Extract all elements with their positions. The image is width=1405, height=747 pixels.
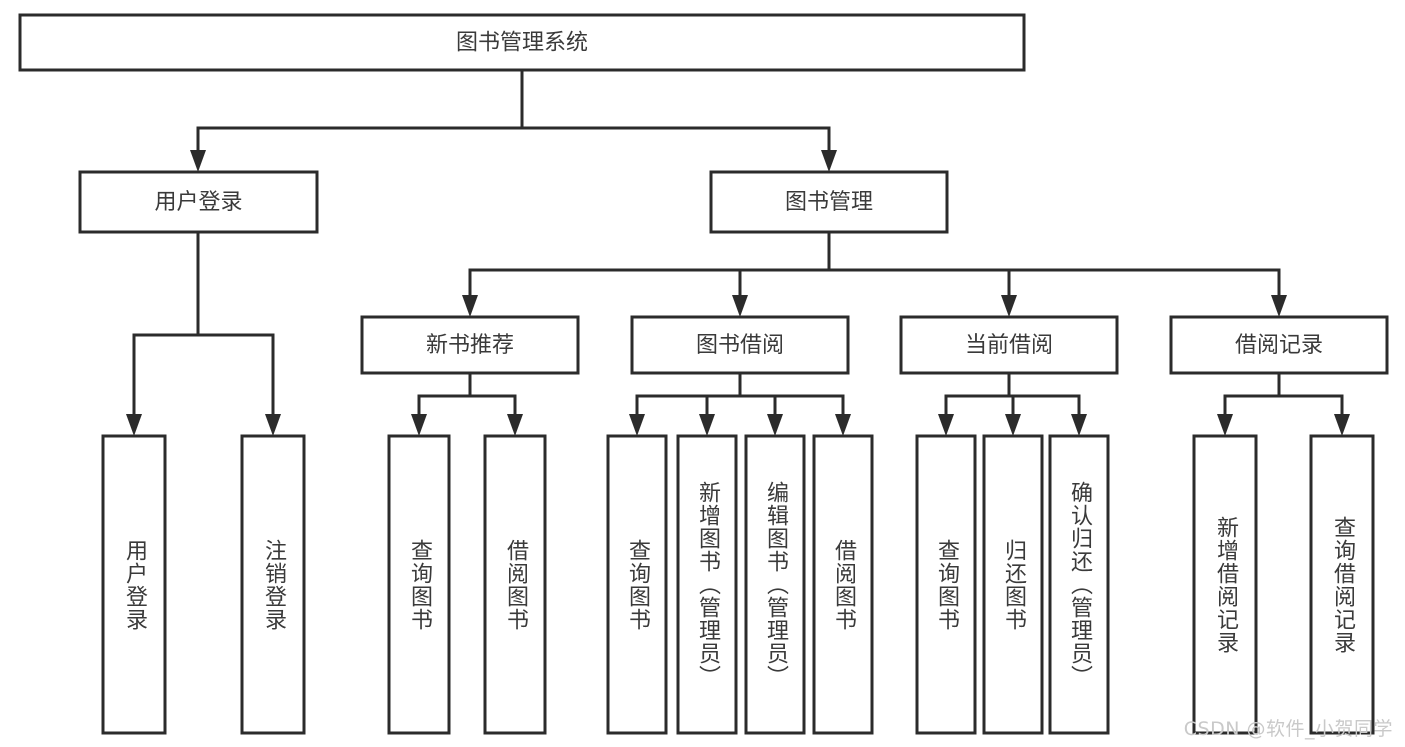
arrow-head-book_manage_to_level2-0 — [462, 295, 478, 317]
node-box-leaf-confirm-return[interactable] — [1048, 434, 1110, 735]
node-box-book-manage[interactable] — [709, 170, 949, 234]
arrow-head-root_to_level1-0 — [190, 150, 206, 172]
node-label-borrow-record: 借阅记录 — [1235, 333, 1323, 358]
node-box-current-borrow[interactable] — [899, 315, 1119, 375]
node-box-leaf-query-book-3[interactable] — [915, 434, 977, 735]
node-box-leaf-query-book-1[interactable] — [387, 434, 451, 735]
node-label-new-book-rec: 新书推荐 — [426, 333, 514, 358]
node-box-new-book-rec[interactable] — [360, 315, 580, 375]
csdn-watermark: CSDN @软件_小贺同学 — [1183, 718, 1393, 740]
arrow-head-book_manage_to_level2-1 — [732, 295, 748, 317]
arrow-head-book_manage_to_level2-2 — [1001, 295, 1017, 317]
node-box-root[interactable] — [18, 13, 1026, 72]
node-box-leaf-borrow-book-2[interactable] — [812, 434, 874, 735]
node-label-book-borrow: 图书借阅 — [696, 333, 784, 358]
node-box-leaf-logout[interactable] — [240, 434, 306, 735]
node-label-current-borrow: 当前借阅 — [965, 333, 1053, 358]
node-box-leaf-query-record[interactable] — [1309, 434, 1375, 735]
arrow-head-current_borrow_to_leaves-1 — [1005, 414, 1021, 436]
arrow-head-book_manage_to_level2-3 — [1271, 295, 1287, 317]
arrow-head-current_borrow_to_leaves-0 — [938, 414, 954, 436]
connector-layer — [126, 68, 1350, 436]
arrow-head-borrow_record_to_leaves-1 — [1334, 414, 1350, 436]
node-box-leaf-add-record[interactable] — [1192, 434, 1258, 735]
arrow-head-current_borrow_to_leaves-2 — [1071, 414, 1087, 436]
node-box-book-borrow[interactable] — [630, 315, 850, 375]
node-box-layer — [18, 13, 1389, 735]
arrow-head-borrow_record_to_leaves-0 — [1217, 414, 1233, 436]
node-box-leaf-user-login[interactable] — [101, 434, 167, 735]
node-label-book-manage: 图书管理 — [785, 190, 873, 215]
node-box-leaf-query-book-2[interactable] — [606, 434, 668, 735]
arrow-head-book_borrow_to_leaves-3 — [835, 414, 851, 436]
arrow-head-book_borrow_to_leaves-1 — [699, 414, 715, 436]
arrow-head-new_book_rec_to_leaves-0 — [411, 414, 427, 436]
arrow-head-book_borrow_to_leaves-2 — [767, 414, 783, 436]
node-box-leaf-borrow-book-1[interactable] — [483, 434, 547, 735]
node-box-borrow-record[interactable] — [1169, 315, 1389, 375]
node-box-leaf-edit-book[interactable] — [744, 434, 806, 735]
node-box-leaf-return-book[interactable] — [982, 434, 1044, 735]
node-label-root: 图书管理系统 — [456, 31, 588, 56]
arrow-head-book_borrow_to_leaves-0 — [629, 414, 645, 436]
arrow-head-user_login_to_leaves-0 — [126, 414, 142, 436]
node-box-leaf-add-book[interactable] — [676, 434, 738, 735]
node-label-user-login: 用户登录 — [154, 190, 242, 215]
arrow-head-root_to_level1-1 — [821, 150, 837, 172]
node-box-user-login[interactable] — [78, 170, 319, 234]
arrow-head-user_login_to_leaves-1 — [265, 414, 281, 436]
arrow-head-new_book_rec_to_leaves-1 — [507, 414, 523, 436]
